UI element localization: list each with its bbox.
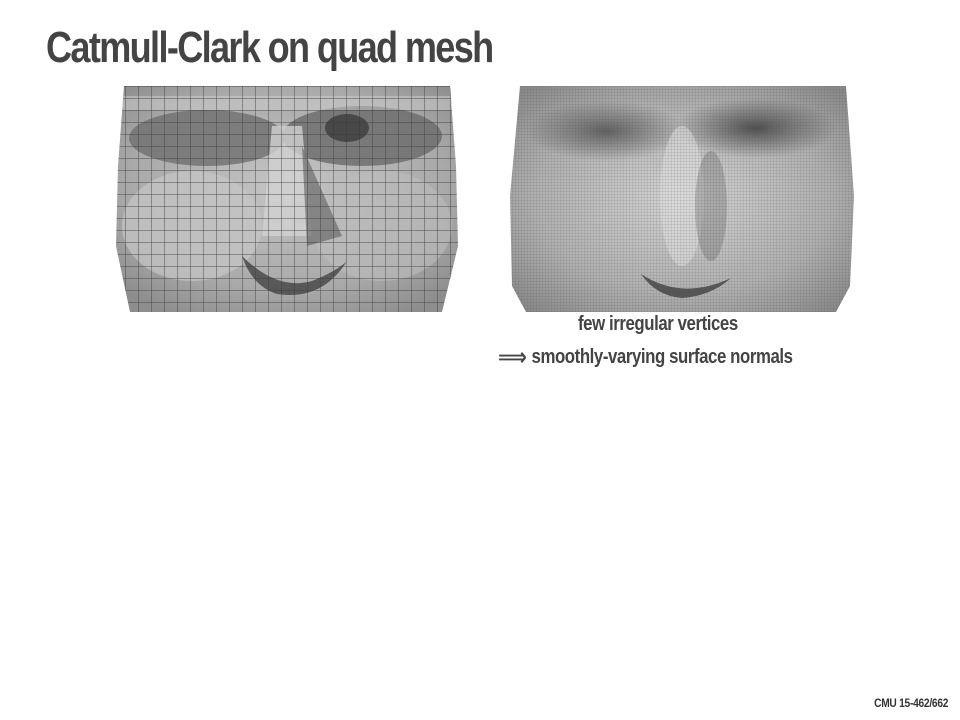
caption-line-1: few irregular vertices — [578, 313, 738, 335]
implies-arrow-icon: ⟹ — [498, 343, 527, 371]
smooth-subdivided-face-image — [506, 86, 858, 312]
caption-line-2: ⟹ smoothly-varying surface normals — [498, 343, 793, 371]
slide-title: Catmull-Clark on quad mesh — [46, 23, 494, 72]
course-footer: CMU 15-462/662 — [873, 696, 948, 710]
quad-mesh-face-image — [112, 86, 462, 312]
caption-line-2-text: smoothly-varying surface normals — [531, 346, 793, 368]
